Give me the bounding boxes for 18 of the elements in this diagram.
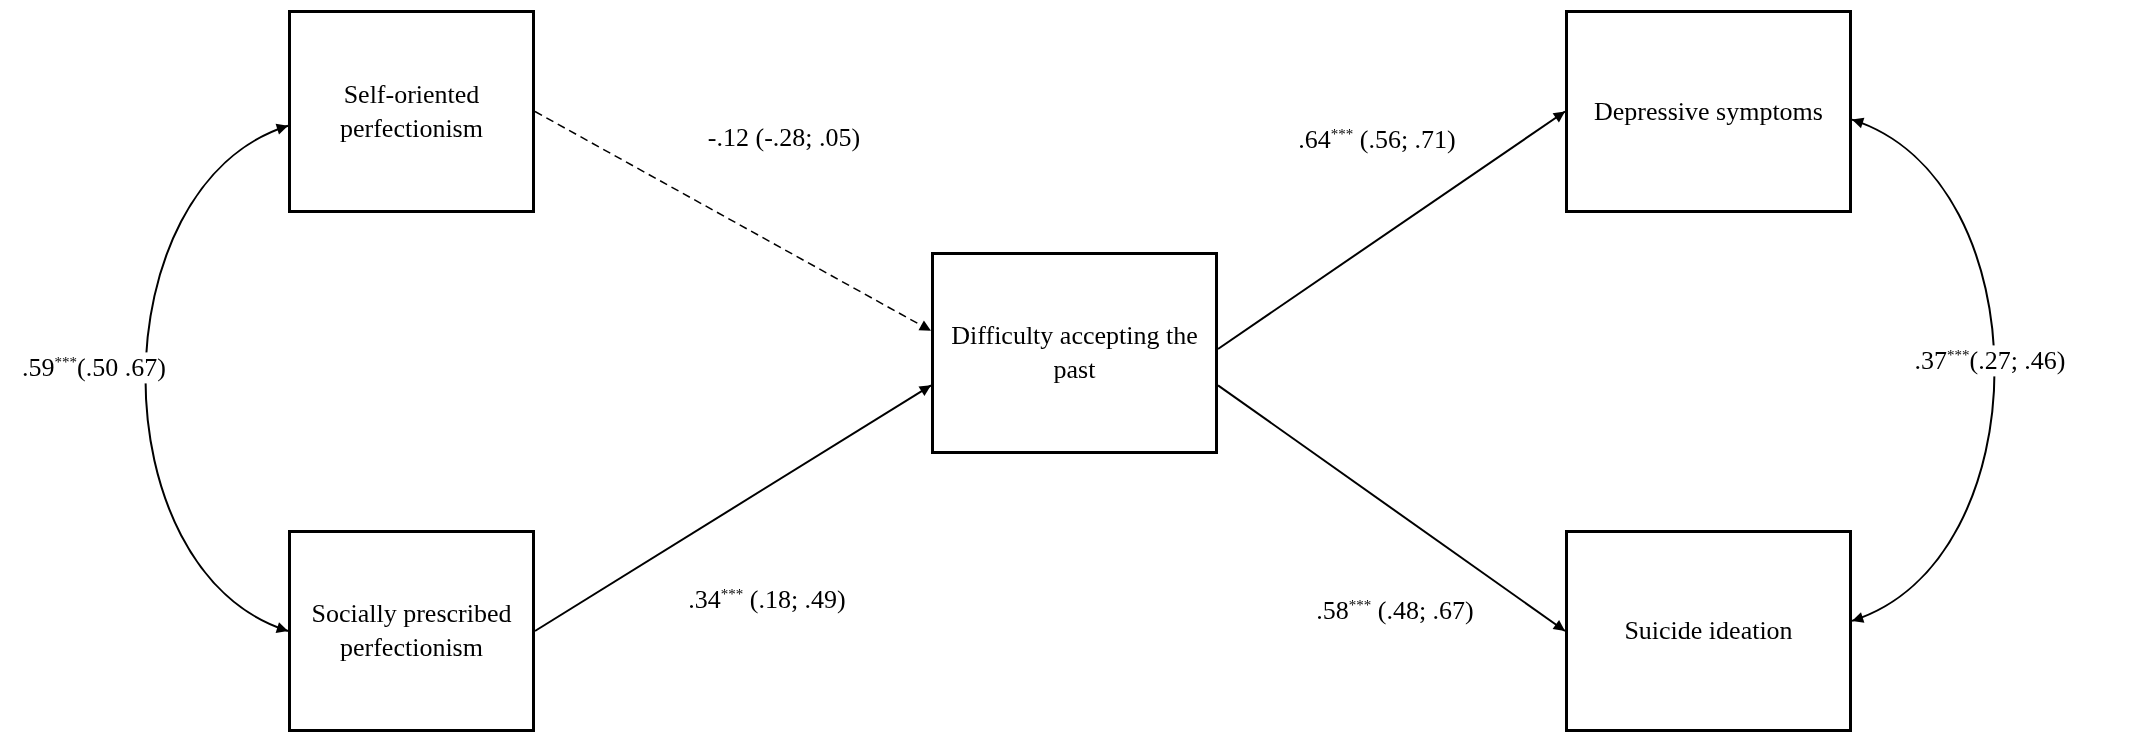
correlation-arrow	[144, 124, 289, 632]
variable-name: Suicide ideation	[1623, 615, 1794, 648]
correlation-arrow	[1851, 118, 1996, 622]
variable-box	[1565, 530, 1852, 732]
variable-box	[1565, 10, 1852, 213]
variable-name: Depressive symptoms	[1593, 95, 1824, 128]
variable-name: Difficulty accepting the past	[950, 320, 1199, 386]
path-arrow	[1217, 110, 1566, 350]
variable-box	[288, 530, 535, 732]
edge-label: .59$^{***}$(.50 .67)	[22, 352, 166, 384]
variable-box	[288, 10, 535, 213]
variable-box	[931, 252, 1218, 454]
path-arrow	[1217, 384, 1566, 632]
edge-label: .37$^{***}$(.27; .46)	[1914, 345, 2066, 377]
path-arrow	[534, 110, 932, 332]
variable-name: Socially prescribed perfectionism	[310, 598, 513, 664]
variable-name: Self-oriented perfectionism	[339, 78, 484, 145]
path-arrow	[534, 384, 932, 632]
